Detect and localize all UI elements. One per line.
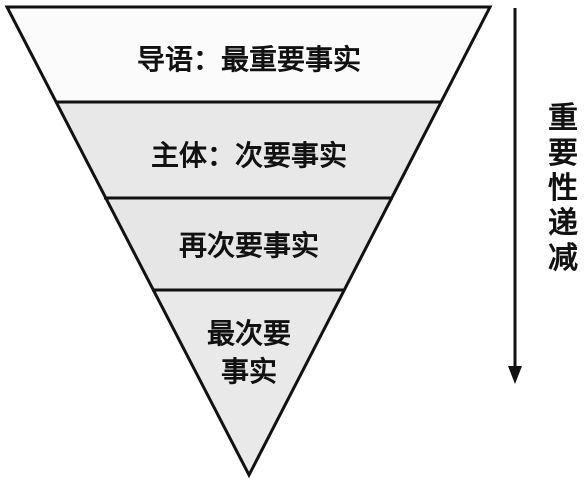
side-label-char-3: 性 [548, 171, 578, 206]
band-lead [7, 7, 490, 102]
level-secondary-label: 再次要事实 [179, 229, 319, 262]
level-least-label-line1: 最次要 [207, 317, 291, 350]
pyramid-outline [4, 5, 493, 479]
side-label-char-4: 递 [548, 206, 578, 241]
level-least-label-line2: 事实 [221, 355, 277, 388]
level-body-label: 主体：次要事实 [151, 139, 347, 172]
side-label-char-1: 重 [548, 101, 578, 136]
importance-arrow-head [508, 366, 522, 384]
side-label-char-5: 减 [548, 241, 578, 276]
side-label-char-2: 要 [548, 136, 578, 171]
level-lead-label: 导语：最重要事实 [137, 43, 361, 76]
